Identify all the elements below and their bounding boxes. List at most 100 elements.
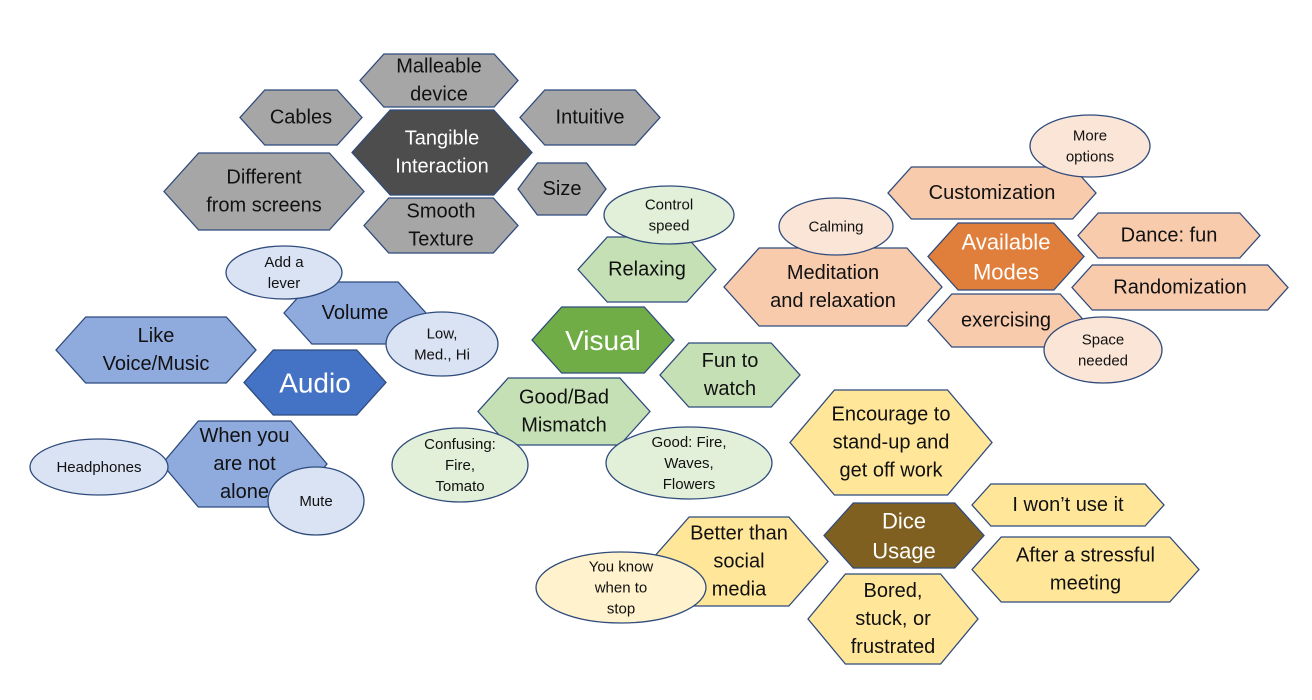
- customization-label: Customization: [929, 182, 1056, 204]
- add-a-lever-ellipse: [225, 245, 343, 300]
- node-randomization: Randomization: [1071, 264, 1289, 311]
- randomization-label: Randomization: [1113, 277, 1246, 299]
- different-from-screens-hexagon: [163, 152, 365, 231]
- size-hexagon: [517, 162, 607, 216]
- wont-use-it-hexagon: [971, 483, 1165, 527]
- node-intuitive: Intuitive: [519, 89, 661, 146]
- node-headphones: Headphones: [29, 438, 169, 496]
- audio-hexagon: [243, 349, 387, 416]
- cables-label: Cables: [270, 107, 332, 129]
- node-size: Size: [517, 162, 607, 216]
- node-cables: Cables: [239, 89, 363, 146]
- node-dance-fun: Dance: fun: [1077, 212, 1261, 259]
- node-visual: Visual: [531, 306, 675, 374]
- node-good-fire-waves: Good: Fire,Waves,Flowers: [605, 426, 773, 500]
- tangible-interaction-hexagon: [351, 109, 533, 196]
- intuitive-hexagon: [519, 89, 661, 146]
- bored-stuck-hexagon: [807, 573, 979, 665]
- randomization-hexagon: [1071, 264, 1289, 311]
- calming-label: Calming: [808, 218, 863, 235]
- cables-hexagon: [239, 89, 363, 146]
- fun-to-watch-hexagon: [659, 342, 801, 408]
- node-customization: Customization: [887, 166, 1097, 220]
- intuitive-label: Intuitive: [556, 107, 625, 129]
- audio-label: Audio: [279, 367, 351, 398]
- good-fire-waves-ellipse: [605, 426, 773, 500]
- after-stressful-meeting-hexagon: [971, 536, 1200, 603]
- mute-label: Mute: [299, 493, 332, 510]
- more-options-ellipse: [1029, 114, 1151, 178]
- control-speed-ellipse: [603, 185, 735, 245]
- node-relaxing: Relaxing: [577, 236, 717, 303]
- dice-usage-hexagon: [823, 502, 985, 569]
- node-confusing: Confusing:Fire,Tomato: [391, 427, 529, 503]
- wont-use-it-label: I won’t use it: [1012, 494, 1124, 516]
- node-low-med-hi: Low,Med., Hi: [385, 311, 499, 377]
- good-fire-waves-label: Good: Fire,Waves,Flowers: [651, 434, 726, 493]
- relaxing-label: Relaxing: [608, 259, 686, 281]
- you-know-when-to-stop-ellipse: [535, 551, 707, 624]
- encourage-hexagon: [789, 389, 993, 496]
- node-calming: Calming: [778, 197, 894, 256]
- visual-hexagon: [531, 306, 675, 374]
- malleable-device-hexagon: [359, 53, 519, 108]
- mute-ellipse: [267, 466, 365, 536]
- space-needed-ellipse: [1043, 316, 1163, 384]
- volume-label: Volume: [322, 302, 389, 324]
- dance-fun-label: Dance: fun: [1121, 225, 1218, 247]
- calming-ellipse: [778, 197, 894, 256]
- smooth-texture-hexagon: [363, 197, 519, 254]
- node-mute: Mute: [267, 466, 365, 536]
- headphones-label: Headphones: [56, 459, 141, 476]
- node-volume: Volume: [283, 281, 427, 345]
- meditation-hexagon: [723, 247, 943, 327]
- confusing-label: Confusing:Fire,Tomato: [424, 436, 496, 495]
- like-voice-music-hexagon: [55, 316, 257, 384]
- confusing-ellipse: [391, 427, 529, 503]
- dance-fun-hexagon: [1077, 212, 1261, 259]
- node-audio: Audio: [243, 349, 387, 416]
- visual-label: Visual: [565, 325, 641, 356]
- low-med-hi-ellipse: [385, 311, 499, 377]
- low-med-hi-label: Low,Med., Hi: [414, 325, 470, 363]
- node-wont-use-it: I won’t use it: [971, 483, 1165, 527]
